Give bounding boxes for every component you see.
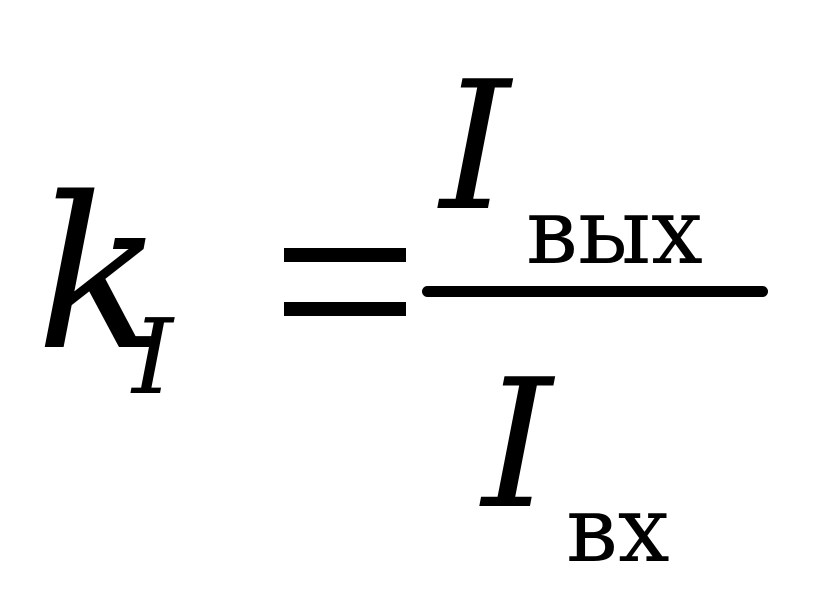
numerator-symbol: I xyxy=(440,43,511,250)
lhs-symbol: k xyxy=(36,152,164,397)
numerator-subscript: вых xyxy=(526,178,703,285)
equals-bar-top xyxy=(284,248,406,262)
equals-bar-bottom xyxy=(284,302,406,316)
lhs-subscript: I xyxy=(132,296,174,418)
denominator-subscript: вх xyxy=(566,476,670,583)
fraction-bar xyxy=(422,286,768,297)
denominator-symbol: I xyxy=(482,341,553,548)
